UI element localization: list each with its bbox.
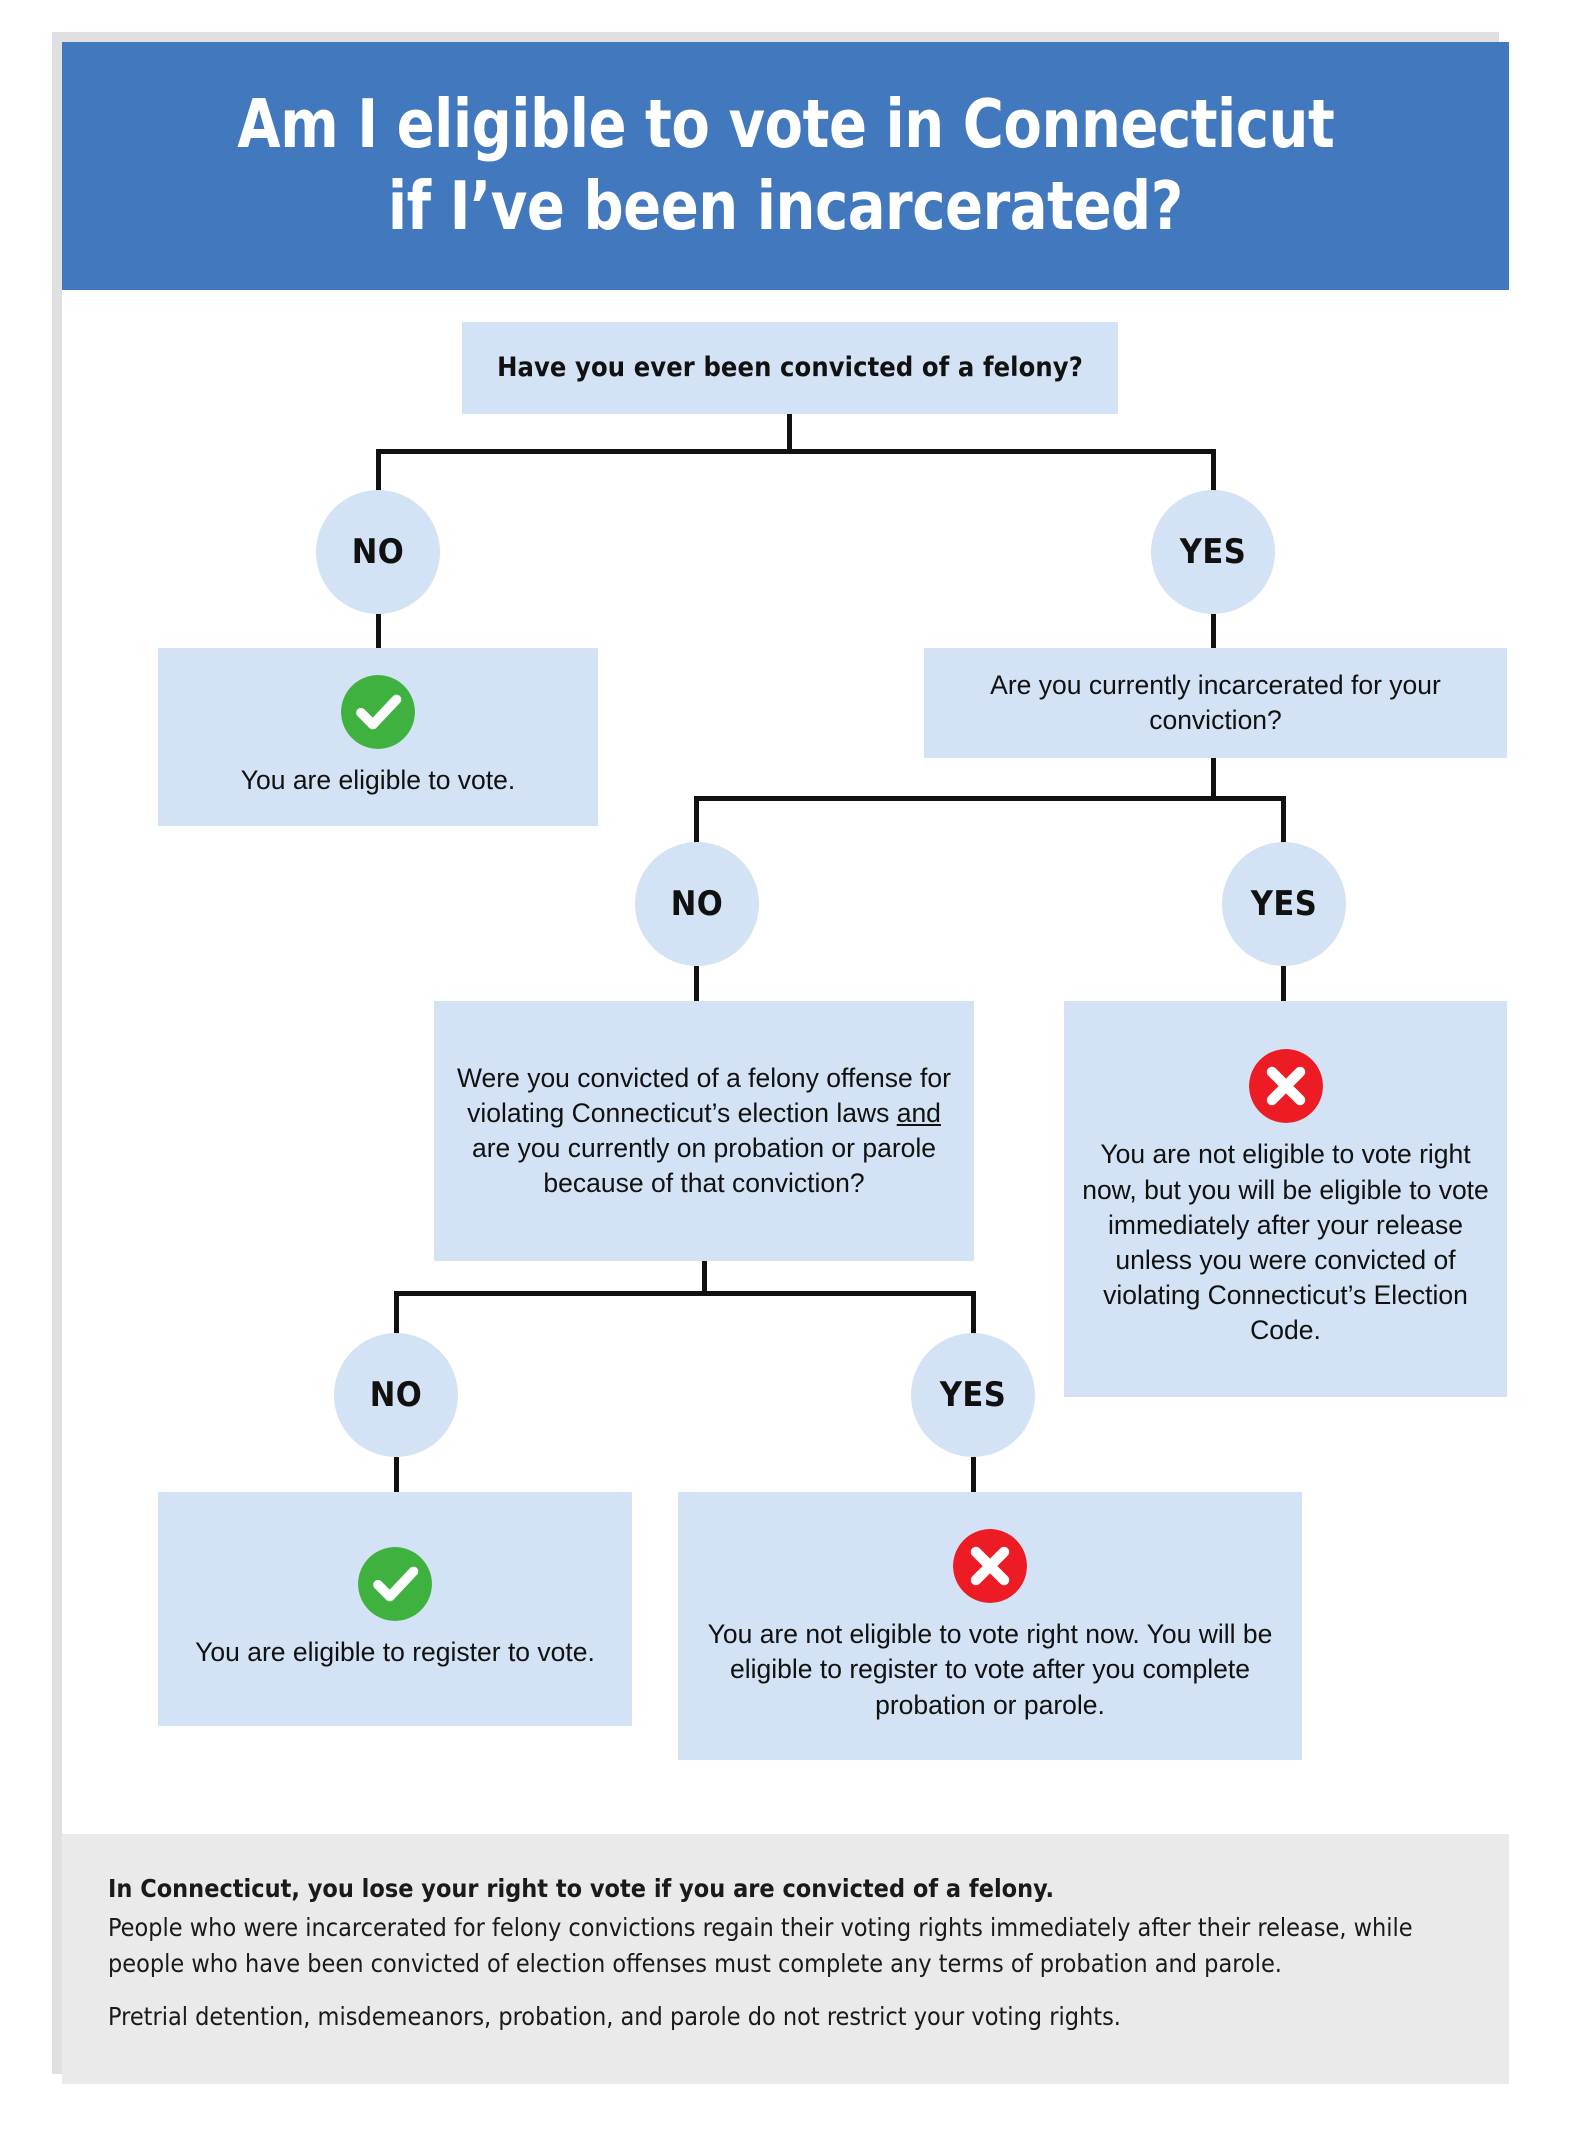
question-3-text: Were you convicted of a felony offense f… <box>434 1061 974 1201</box>
question-1-box: Have you ever been convicted of a felony… <box>462 322 1118 414</box>
question-3-text-part2: are you currently on probation or parole… <box>471 1133 937 1198</box>
answer-yes-level-3-label: YES <box>939 1375 1007 1415</box>
result-eligible-text: You are eligible to vote. <box>240 765 516 796</box>
result-probation-box: You are not eligible to vote right now. … <box>678 1492 1302 1760</box>
question-3-text-emphasis: and <box>896 1098 941 1129</box>
question-2-box: Are you currently incarcerated for your … <box>924 648 1507 758</box>
result-incarcerated-inner: You are not eligible to vote right now, … <box>1064 1049 1507 1348</box>
answer-no-level-2-label: NO <box>670 884 724 924</box>
result-incarcerated-box: You are not eligible to vote right now, … <box>1064 1001 1507 1397</box>
connector-q1-split <box>376 449 1216 454</box>
connector-q2-split <box>694 796 1286 801</box>
answer-no-level-1[interactable]: NO <box>316 490 440 614</box>
question-1-text: Have you ever been convicted of a felony… <box>497 352 1083 384</box>
question-3-box: Were you convicted of a felony offense f… <box>434 1001 974 1261</box>
result-probation-text: You are not eligible to vote right now. … <box>707 1619 1273 1720</box>
answer-yes-level-1[interactable]: YES <box>1151 490 1275 614</box>
connector-q1-stem <box>787 414 792 452</box>
connector-q1-no-drop <box>376 449 381 491</box>
connector-q2-stem <box>1211 758 1216 800</box>
connector-no1-to-result <box>376 614 381 649</box>
connector-yes3-to-result <box>971 1457 976 1493</box>
answer-yes-level-3[interactable]: YES <box>911 1333 1035 1457</box>
question-3-text-part1: Were you convicted of a felony offense f… <box>457 1063 951 1129</box>
question-2-text: Are you currently incarcerated for your … <box>990 670 1441 735</box>
page-title-line-2: if I’ve been incarcerated? <box>388 167 1183 245</box>
connector-yes2-to-result <box>1281 966 1286 1002</box>
connector-q1-yes-drop <box>1211 449 1216 491</box>
connector-q3-no-drop <box>394 1291 399 1335</box>
footer-note-panel: In Connecticut, you lose your right to v… <box>62 1834 1509 2084</box>
result-probation-inner: You are not eligible to vote right now. … <box>678 1529 1302 1723</box>
footer-paragraph-2: Pretrial detention, misdemeanors, probat… <box>108 2002 1121 2031</box>
page-title-line-1: Am I eligible to vote in Connecticut <box>236 85 1335 164</box>
answer-yes-level-2-label: YES <box>1250 884 1318 924</box>
connector-q2-no-drop <box>694 796 699 844</box>
connector-q3-stem <box>702 1261 707 1294</box>
check-circle-icon <box>358 1547 432 1622</box>
flowchart-canvas: Have you ever been convicted of a felony… <box>62 290 1509 1832</box>
result-eligible-register-box: You are eligible to register to vote. <box>158 1492 632 1726</box>
result-eligible-to-vote-box: You are eligible to vote. <box>158 648 598 826</box>
connector-no3-to-result <box>394 1457 399 1493</box>
check-circle-icon <box>341 675 415 750</box>
answer-no-level-1-label: NO <box>351 532 405 572</box>
answer-no-level-2[interactable]: NO <box>635 842 759 966</box>
result-register-text: You are eligible to register to vote. <box>195 1637 595 1668</box>
result-register-inner: You are eligible to register to vote. <box>158 1547 632 1670</box>
x-circle-icon <box>1248 1049 1323 1124</box>
answer-yes-level-2[interactable]: YES <box>1222 842 1346 966</box>
connector-no2-to-q3 <box>694 966 699 1002</box>
answer-yes-level-1-label: YES <box>1179 532 1247 572</box>
connector-q3-yes-drop <box>971 1291 976 1335</box>
footer-paragraph-1: People who were incarcerated for felony … <box>108 1913 1413 1978</box>
answer-no-level-3[interactable]: NO <box>334 1333 458 1457</box>
x-circle-icon <box>953 1529 1027 1604</box>
connector-yes1-to-q2 <box>1211 614 1216 649</box>
answer-no-level-3-label: NO <box>369 1375 423 1415</box>
footer-headline: In Connecticut, you lose your right to v… <box>108 1874 1055 1903</box>
poster-header: Am I eligible to vote in Connecticut if … <box>62 42 1509 290</box>
connector-q2-yes-drop <box>1281 796 1286 844</box>
infographic-poster: Am I eligible to vote in Connecticut if … <box>62 42 1509 2084</box>
connector-q3-split <box>394 1291 976 1296</box>
result-eligible-inner: You are eligible to vote. <box>158 675 598 798</box>
result-incarcerated-text: You are not eligible to vote right now, … <box>1082 1139 1489 1346</box>
